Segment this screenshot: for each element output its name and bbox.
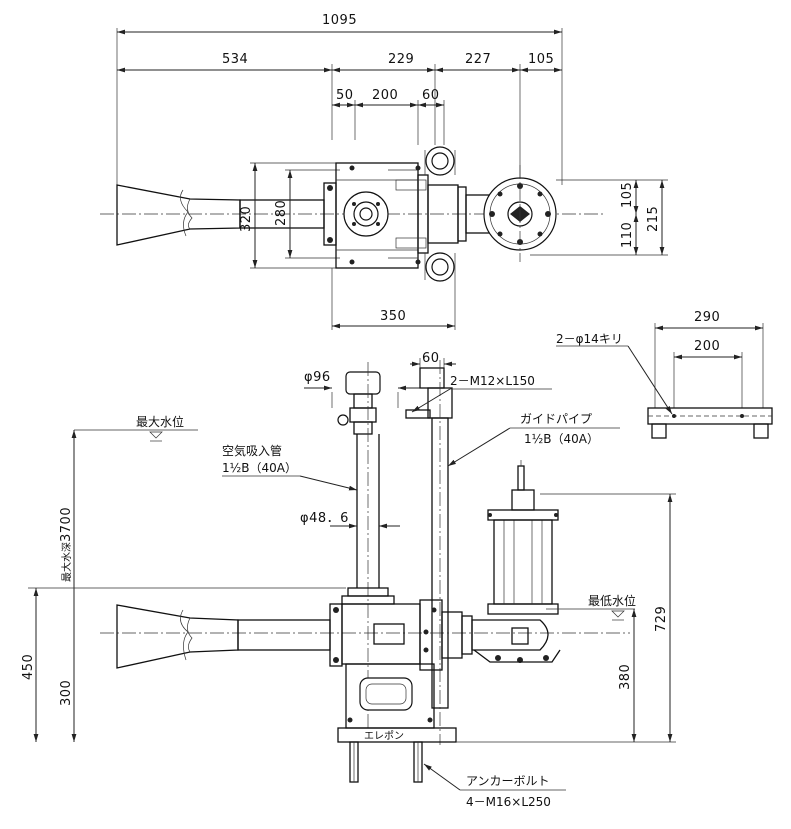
brand-logo: エレポン bbox=[364, 730, 404, 742]
dim-280: 280 bbox=[274, 200, 289, 226]
dim-phi96: φ96 bbox=[304, 370, 331, 385]
dim-1095: 1095 bbox=[322, 13, 357, 28]
dim-300: 300 bbox=[59, 680, 74, 706]
dim-729: 729 bbox=[654, 606, 669, 632]
hole-spec-label: 2－φ14キリ bbox=[556, 332, 623, 346]
max-depth-label: 最大水深 bbox=[60, 542, 73, 582]
dim-200-top: 200 bbox=[372, 88, 398, 103]
min-water-level-label: 最低水位 bbox=[588, 593, 636, 608]
dim-380: 380 bbox=[618, 664, 633, 690]
air-intake-label: 空気吸入管 bbox=[222, 443, 282, 458]
dim-290: 290 bbox=[694, 310, 720, 325]
dim-105-top: 105 bbox=[528, 52, 554, 67]
base-detail: 290 200 2－φ14キリ bbox=[556, 310, 773, 439]
elevation-view: φ96 φ48．6 空気吸入管 1½B（40A） 60 2－M12×L150 bbox=[21, 351, 676, 809]
plan-view: 1095 534 229 227 105 50 200 60 bbox=[100, 13, 668, 330]
dim-60-top: 60 bbox=[422, 88, 440, 103]
air-intake-size: 1½B（40A） bbox=[222, 461, 297, 475]
dim-phi48: φ48．6 bbox=[300, 511, 349, 526]
dim-227: 227 bbox=[465, 52, 491, 67]
dim-50: 50 bbox=[336, 88, 354, 103]
dim-200-base: 200 bbox=[694, 339, 720, 354]
dim-534: 534 bbox=[222, 52, 248, 67]
bolt-spec-label: 2－M12×L150 bbox=[450, 374, 535, 388]
dim-3700: 3700 bbox=[59, 507, 74, 542]
dim-60-guide: 60 bbox=[422, 351, 440, 366]
dim-110-right: 110 bbox=[620, 222, 635, 248]
anchor-spec-label: 4－M16×L250 bbox=[466, 795, 551, 809]
guide-pipe-size: 1½B（40A） bbox=[524, 432, 599, 446]
dim-229: 229 bbox=[388, 52, 414, 67]
guide-pipe-label: ガイドパイプ bbox=[520, 412, 592, 426]
dim-350: 350 bbox=[380, 309, 406, 324]
dim-105-right: 105 bbox=[620, 182, 635, 208]
dim-450: 450 bbox=[21, 654, 36, 680]
anchor-bolt-label: アンカーボルト bbox=[466, 774, 550, 788]
max-water-level-label: 最大水位 bbox=[136, 414, 184, 429]
dim-215-right: 215 bbox=[646, 206, 661, 232]
dim-320: 320 bbox=[239, 206, 254, 232]
